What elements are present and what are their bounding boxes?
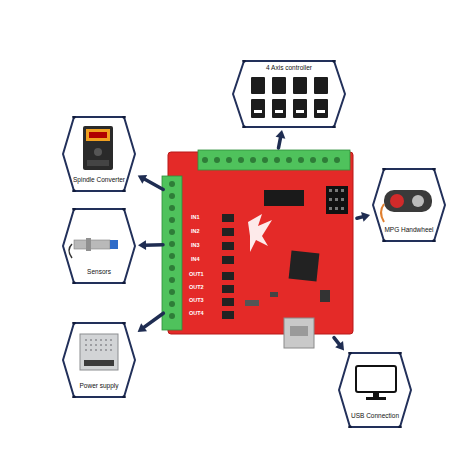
badge-corner [332,60,336,63]
arrow-head [335,341,344,350]
badge-corner [122,281,126,284]
connector-line [143,178,163,189]
device-label: 4 Axis controller [232,64,346,72]
driver-icons [251,77,328,118]
pin-label: OUT2 [189,284,204,291]
badge-corner [398,425,402,428]
badge-corner [398,352,402,355]
monitor-icon [356,366,396,400]
badge-corner [382,239,386,242]
handwheel-icon [381,190,432,222]
pin-label: OUT3 [189,297,204,304]
badge-corner [122,189,126,192]
connector-arrow [138,240,163,250]
badge-corner [242,125,246,128]
connector-arrow [334,338,344,351]
badge-corner [348,425,352,428]
device-label: Sensors [62,268,136,276]
badge-corner [122,116,126,119]
pin-label: IN2 [191,228,200,235]
sensor-icon [69,238,118,258]
device-badge: Power supply [62,322,136,398]
device-badge: Sensors [62,208,136,284]
badge-corner [72,395,76,398]
pin-label: IN4 [191,256,200,263]
badge-corner [72,208,76,211]
badge-hexagon [373,169,445,241]
arrow-head [361,212,370,222]
badge-corner [72,116,76,119]
device-badge: Spindle Converter [62,116,136,192]
vfd-icon [83,126,113,170]
device-badge: USB Connection [338,352,412,428]
badge-corner [72,189,76,192]
arrow-head [138,323,147,332]
pin-label: IN3 [191,242,200,249]
connector-arrow [357,212,370,222]
device-label: MPG Handwheel [372,226,446,234]
pin-label: IN1 [191,214,200,221]
device-label: USB Connection [338,412,412,420]
connector-line [144,243,163,247]
connector-line [142,313,163,328]
device-label: Spindle Converter [62,176,136,184]
pin-label: OUT1 [189,271,204,278]
badge-hexagon [233,61,345,127]
badge-corner [122,395,126,398]
badge-corner [432,168,436,171]
device-badge: 4 Axis controller [232,60,346,128]
badge-corner [242,60,246,63]
device-label: Power supply [62,382,136,390]
badge-corner [382,168,386,171]
arrow-head [138,175,147,184]
badge-hexagon [63,323,135,397]
badge-corner [348,352,352,355]
connector-arrow [138,175,163,190]
connector-arrow [138,313,164,332]
badge-corner [72,322,76,325]
pcb-board [162,150,353,348]
arrow-head [138,240,146,250]
pin-label: OUT4 [189,310,204,317]
badge-hexagon [339,353,411,427]
badge-corner [72,281,76,284]
badge-hexagon [63,209,135,283]
controller-board: IN1IN2IN3IN4OUT1OUT2OUT3OUT4 [165,150,355,336]
arrow-head [276,130,286,139]
connector-arrow [276,130,286,148]
badge-hexagon [63,117,135,191]
power-supply-icon [80,334,118,370]
device-badge: MPG Handwheel [372,168,446,242]
badge-corner [332,125,336,128]
badge-corner [122,208,126,211]
badge-corner [122,322,126,325]
badge-corner [432,239,436,242]
